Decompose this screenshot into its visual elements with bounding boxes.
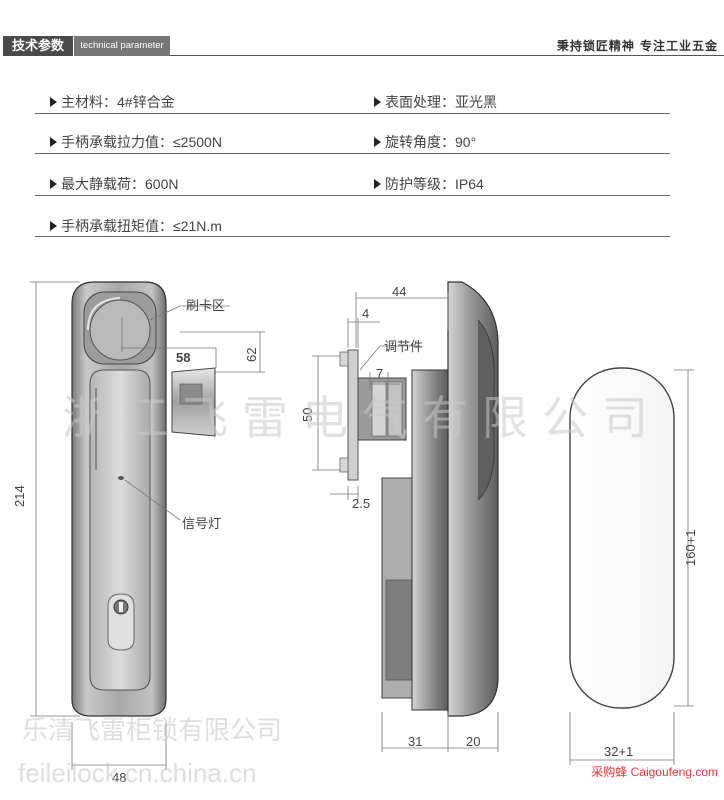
dim-44: 44 [392, 284, 406, 299]
spec-label: 主材料： [61, 94, 117, 110]
arrow-icon [50, 179, 57, 190]
dim-7: 7 [376, 366, 383, 381]
card-area-label: 刷卡区 [186, 298, 225, 313]
spec-divider [35, 153, 670, 154]
side-view [339, 281, 499, 717]
front-dimensions [30, 281, 265, 770]
spec-rotation: 旋转角度：90° [374, 132, 476, 152]
spec-label: 防护等级： [385, 176, 455, 192]
spec-label: 手柄承载扭矩值： [61, 218, 173, 234]
dim-50: 50 [300, 408, 315, 422]
footer-brand[interactable]: 采购蜂 Caigoufeng.com [591, 765, 718, 779]
spec-divider [35, 113, 670, 114]
dim-160: 160+1 [683, 529, 698, 566]
dim-2-5: 2.5 [352, 496, 370, 511]
header-divider [170, 55, 724, 56]
arrow-icon [50, 221, 57, 232]
front-grip [89, 369, 151, 691]
signal-light-label: 信号灯 [182, 516, 221, 531]
dim-20: 20 [466, 734, 480, 749]
outline-view [569, 367, 675, 709]
arrow-icon [374, 137, 381, 148]
spec-value: ≤21N.m [173, 218, 222, 234]
section-title-en: technical parameter [74, 36, 170, 56]
spec-protection: 防护等级：IP64 [374, 174, 484, 194]
arrow-icon [374, 97, 381, 108]
spec-torque: 手柄承载扭矩值：≤21N.m [50, 216, 222, 236]
spec-label: 最大静载荷： [61, 176, 145, 192]
watermark-main: 浙江飞雷电气有限公司 [62, 392, 662, 444]
spec-value: 600N [145, 176, 179, 192]
spec-surface: 表面处理：亚光黑 [374, 92, 497, 112]
front-handle-bar [171, 367, 216, 437]
dim-31: 31 [408, 734, 422, 749]
spec-label: 表面处理： [385, 94, 455, 110]
spec-divider [35, 236, 670, 237]
spec-static-load: 最大静载荷：600N [50, 174, 178, 194]
outline-dimensions [569, 369, 694, 765]
spec-value: 亚光黑 [455, 94, 497, 110]
spec-label: 旋转角度： [385, 134, 455, 150]
section-header: 技术参数 technical parameter 秉持锁匠精神 专注工业五金 [0, 30, 724, 60]
spec-material: 主材料：4#锌合金 [50, 92, 175, 112]
card-area-circle [89, 299, 151, 361]
dim-58: 58 [176, 350, 190, 365]
slogan: 秉持锁匠精神 专注工业五金 [556, 39, 718, 53]
adjuster-label: 调节件 [384, 339, 423, 354]
side-dimensions [312, 292, 499, 752]
spec-value: ≤2500N [173, 134, 222, 150]
spec-pull-force: 手柄承载拉力值：≤2500N [50, 132, 222, 152]
watermark-site: feileilock.cn.china.cn [18, 758, 257, 788]
spec-divider [35, 195, 670, 196]
section-title-cn: 技术参数 [3, 36, 73, 56]
front-view [71, 281, 216, 717]
spec-value: 90° [455, 134, 477, 150]
arrow-icon [374, 179, 381, 190]
dim-4: 4 [362, 306, 369, 321]
dim-48: 48 [112, 770, 126, 785]
signal-light [118, 476, 124, 480]
dim-32: 32+1 [604, 744, 633, 759]
spec-value: IP64 [455, 176, 484, 192]
arrow-icon [50, 97, 57, 108]
watermark-sub: 乐清飞雷柜锁有限公司 [22, 715, 283, 745]
dim-214: 214 [12, 485, 27, 507]
arrow-icon [50, 137, 57, 148]
spec-value: 4#锌合金 [117, 94, 175, 110]
spec-label: 手柄承载拉力值： [61, 134, 173, 150]
outline-pill [569, 367, 675, 709]
dim-62: 62 [244, 348, 259, 362]
